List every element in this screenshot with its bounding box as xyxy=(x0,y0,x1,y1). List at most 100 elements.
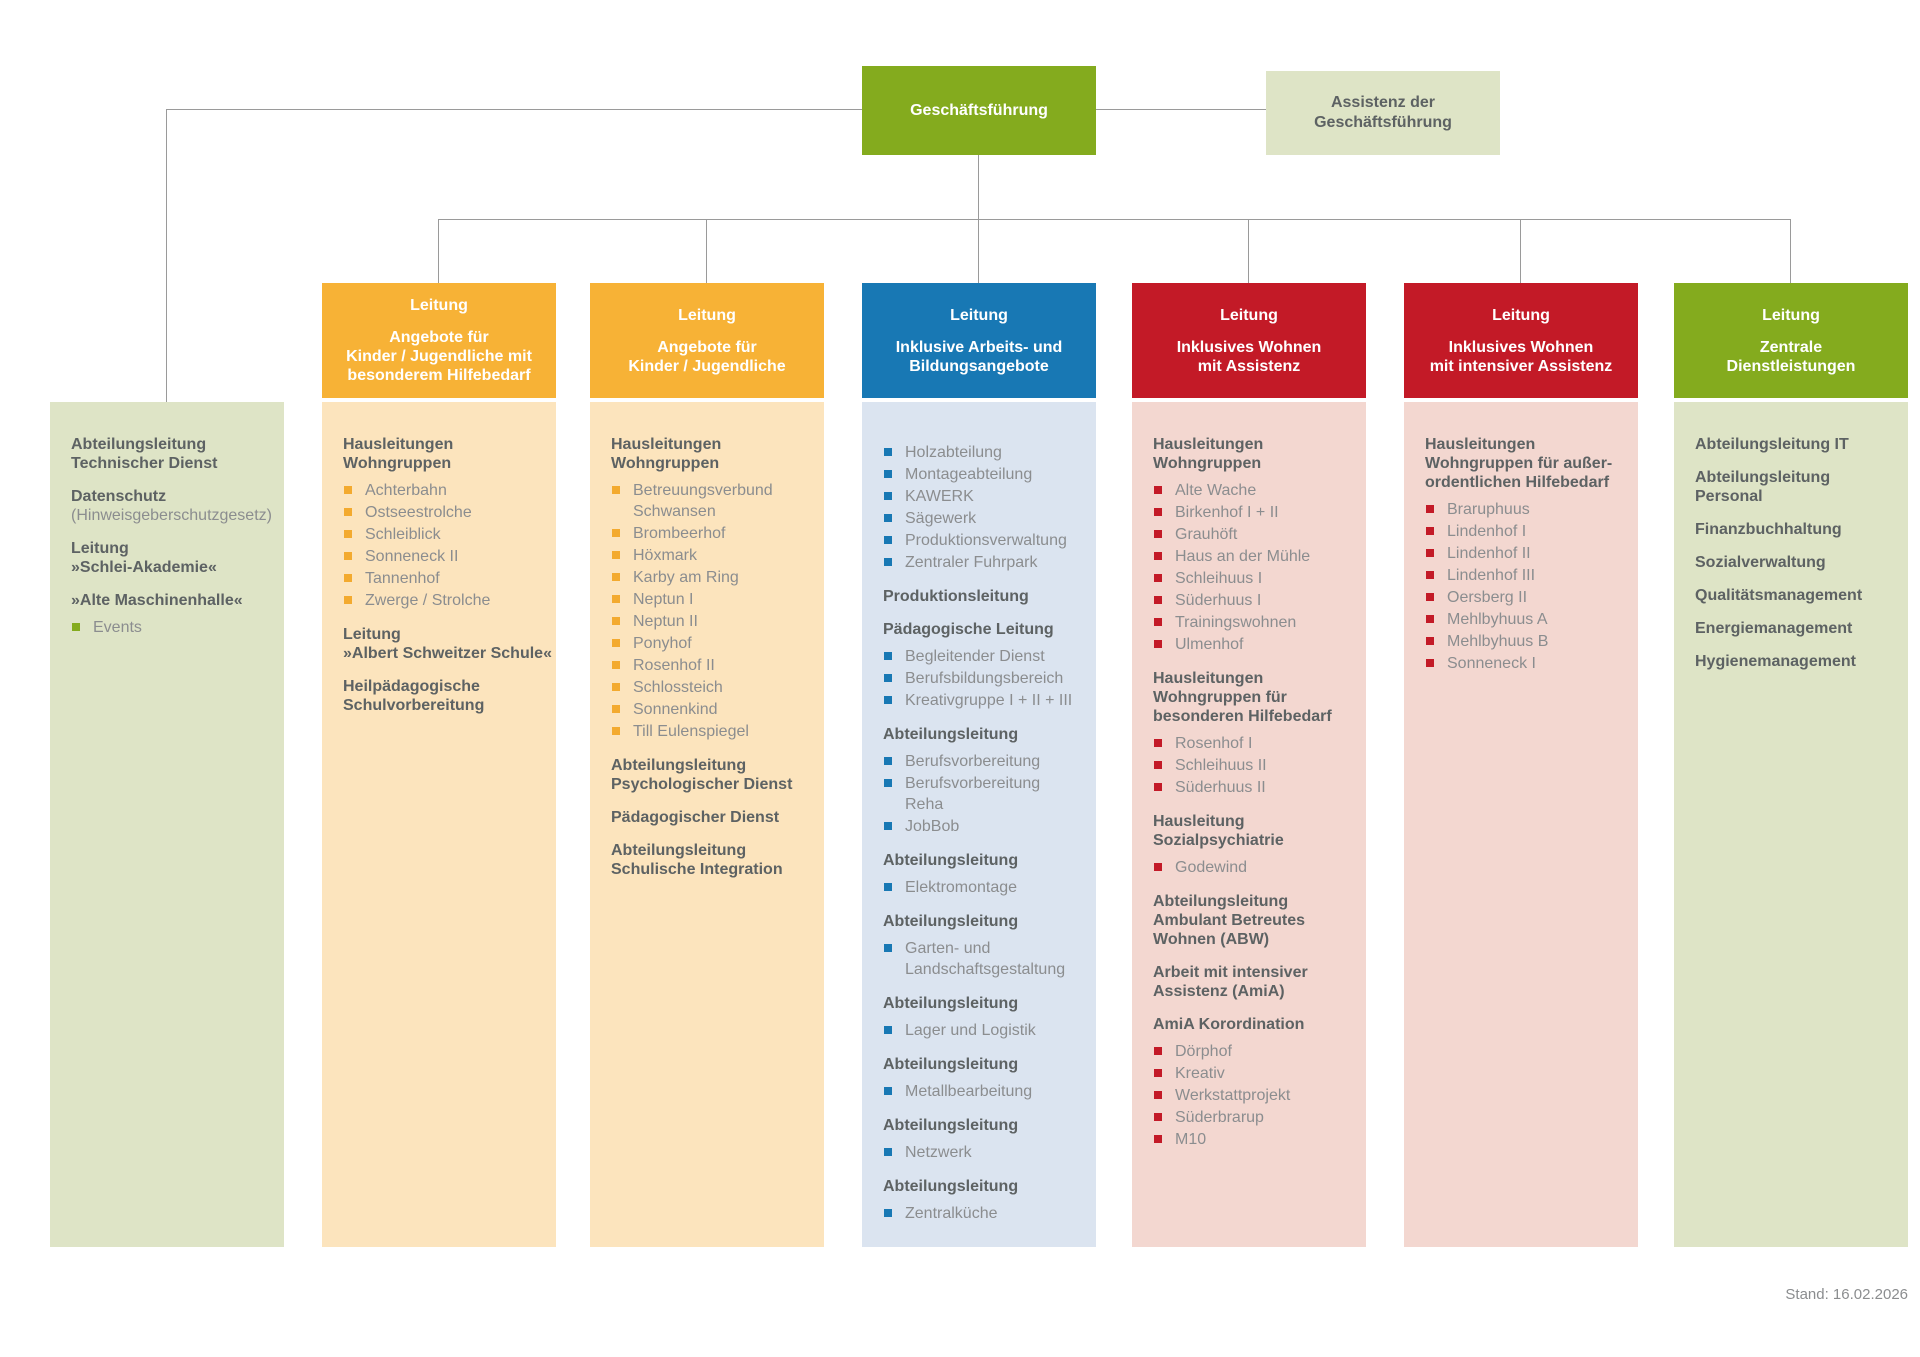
bullet-square-icon xyxy=(884,1087,892,1095)
bullet-square-icon xyxy=(612,617,620,625)
bullet-square-icon xyxy=(612,551,620,559)
item-list: Alte Wache Birkenhof I + II Grauhöft Hau… xyxy=(1153,480,1348,655)
item-label: Metallbearbeitung xyxy=(905,1083,1033,1100)
section-heading-line: Wohngruppen xyxy=(611,455,720,472)
section-heading-line: Wohngruppen xyxy=(1153,455,1262,472)
list-item: Mehlbyhuus B xyxy=(1425,631,1620,652)
item-label: Neptun I xyxy=(633,591,694,608)
connector-line xyxy=(1096,109,1266,110)
bullet-square-icon xyxy=(1154,596,1162,604)
item-label: Alte Wache xyxy=(1175,482,1257,499)
section-heading-line: ordentlichen Hilfebedarf xyxy=(1425,474,1610,491)
list-item: Schleiblick xyxy=(343,524,538,545)
header-line: mit Assistenz xyxy=(1197,357,1301,375)
item-label: Trainingswohnen xyxy=(1175,614,1297,631)
section-heading-line: Wohngruppen für außer- xyxy=(1425,455,1613,472)
section-heading-line: Hausleitungen xyxy=(1425,436,1536,453)
bullet-square-icon xyxy=(612,661,620,669)
section: Sozialverwaltung xyxy=(1695,553,1890,572)
section-heading-line: Datenschutz xyxy=(71,488,167,505)
item-label: Lindenhof III xyxy=(1447,567,1536,584)
column-header-title: Leitung xyxy=(1762,306,1820,324)
list-item: Rosenhof I xyxy=(1153,733,1348,754)
item-list: Berufsvorbereitung Berufsvorbereitung Re… xyxy=(883,751,1078,837)
item-label: Schleihuus I xyxy=(1175,570,1263,587)
section: »Alte Maschinenhalle« Events xyxy=(71,591,266,638)
section-heading-line: Abteilungsleitung xyxy=(883,1178,1019,1195)
item-label: Kreativgruppe I + II + III xyxy=(905,692,1073,709)
item-label: Zentraler Fuhrpark xyxy=(905,554,1038,571)
item-list: Elektromontage xyxy=(883,877,1078,898)
list-item: Höxmark xyxy=(611,545,806,566)
item-label: Berufsbildungsbereich xyxy=(905,670,1064,687)
header-line: besonderem Hilfebedarf xyxy=(347,367,531,384)
section-heading-line: Abteilungsleitung xyxy=(71,436,207,453)
list-item: Ulmenhof xyxy=(1153,634,1348,655)
bullet-square-icon xyxy=(1154,1091,1162,1099)
item-label: Grauhöft xyxy=(1175,526,1238,543)
section-heading-line: besonderen Hilfebedarf xyxy=(1153,708,1332,725)
list-item: Berufsvorbereitung xyxy=(883,751,1078,772)
connector-line xyxy=(166,109,863,110)
item-label: Montageabteilung xyxy=(905,466,1033,483)
list-item: Werkstattprojekt xyxy=(1153,1085,1348,1106)
bullet-square-icon xyxy=(884,696,892,704)
section-heading-line: Energiemanagement xyxy=(1695,620,1853,637)
bullet-square-icon xyxy=(1154,618,1162,626)
list-item: Schleihuus I xyxy=(1153,568,1348,589)
bullet-square-icon xyxy=(72,623,80,631)
item-label: JobBob xyxy=(905,818,960,835)
section: Hygienemanagement xyxy=(1695,652,1890,671)
list-item: Lindenhof I xyxy=(1425,521,1620,542)
section-heading-line: Abteilungsleitung xyxy=(883,913,1019,930)
bullet-square-icon xyxy=(1154,739,1162,747)
bullet-square-icon xyxy=(1154,574,1162,582)
item-label: Berufsvorbereitung Reha xyxy=(905,775,1041,813)
list-item: Dörphof xyxy=(1153,1041,1348,1062)
bullet-square-icon xyxy=(884,492,892,500)
header-line: Bildungsangebote xyxy=(909,357,1049,375)
item-label: Höxmark xyxy=(633,547,698,564)
connector-line xyxy=(438,219,1791,220)
bullet-square-icon xyxy=(884,1148,892,1156)
list-item: Haus an der Mühle xyxy=(1153,546,1348,567)
list-item: Mehlbyhuus A xyxy=(1425,609,1620,630)
geschaeftsfuehrung-box: Geschäftsführung xyxy=(862,66,1096,155)
item-list: Braruphuus Lindenhof I Lindenhof II Lind… xyxy=(1425,499,1620,674)
bullet-square-icon xyxy=(344,508,352,516)
item-label: Mehlbyhuus B xyxy=(1447,633,1549,650)
item-label: Lindenhof I xyxy=(1447,523,1527,540)
item-list: Metallbearbeitung xyxy=(883,1081,1078,1102)
list-item: Ponyhof xyxy=(611,633,806,654)
header-line: Dienstleistungen xyxy=(1726,357,1856,375)
bullet-square-icon xyxy=(612,683,620,691)
section-heading-line: Abteilungsleitung xyxy=(883,1117,1019,1134)
section: Datenschutz (Hinweisgeberschutzgesetz) xyxy=(71,487,272,525)
section-heading-line: Wohnen (ABW) xyxy=(1153,931,1270,948)
section: Abteilungsleitung Zentralküche xyxy=(883,1177,1078,1224)
list-item: Neptun II xyxy=(611,611,806,632)
section-note: (Hinweisgeberschutzgesetz) xyxy=(71,507,272,524)
bullet-square-icon xyxy=(884,514,892,522)
item-label: Till Eulenspiegel xyxy=(633,723,749,740)
section-heading-line: Personal xyxy=(1695,488,1763,505)
item-list: Garten- und Landschaftsgestaltung xyxy=(883,938,1078,980)
list-item: Netzwerk xyxy=(883,1142,1078,1163)
bullet-square-icon xyxy=(1154,1047,1162,1055)
section-heading-line: Ambulant Betreutes xyxy=(1153,912,1306,929)
section-heading-line: Sozialpsychiatrie xyxy=(1153,832,1284,849)
item-label: Brombeerhof xyxy=(633,525,726,542)
item-label: Schlossteich xyxy=(633,679,723,696)
bullet-square-icon xyxy=(884,1026,892,1034)
section: Abteilungsleitung Lager und Logistik xyxy=(883,994,1078,1041)
list-item: Alte Wache xyxy=(1153,480,1348,501)
bullet-square-icon xyxy=(344,486,352,494)
